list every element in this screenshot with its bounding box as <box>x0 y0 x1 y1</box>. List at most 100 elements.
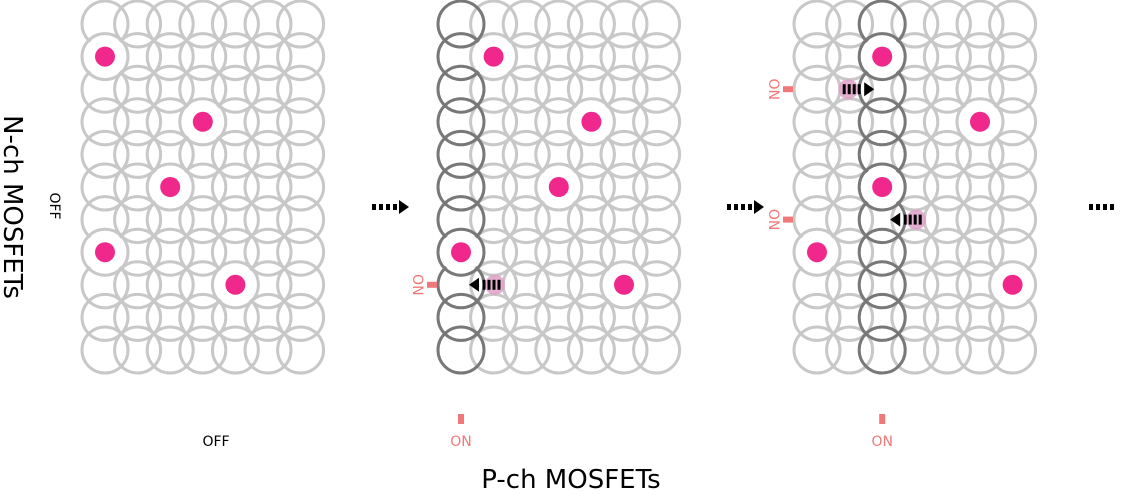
mosfet-circle <box>243 227 293 277</box>
active-column-circle <box>436 129 486 179</box>
mosfet-circle <box>534 227 584 277</box>
mosfet-circle <box>922 260 972 310</box>
mosfet-circle <box>566 97 616 147</box>
mosfet-circle <box>632 0 682 49</box>
mosfet-circle <box>501 64 551 114</box>
active-column-circle <box>436 292 486 342</box>
mosfet-circle <box>534 325 584 375</box>
mosfet-circle <box>145 162 195 212</box>
mosfet-circle <box>922 32 972 82</box>
active-column-circle <box>436 162 486 212</box>
mosfet-circle <box>80 32 130 82</box>
mosfet-circle <box>243 97 293 147</box>
on-label-column: ON <box>871 434 893 450</box>
on-label-row: ON <box>765 78 781 100</box>
arrow-head <box>469 277 479 292</box>
mosfet-circle <box>210 195 260 245</box>
mosfet-circle <box>632 227 682 277</box>
mosfet-circle <box>276 64 326 114</box>
mosfet-circle <box>825 195 875 245</box>
on-marker-column <box>879 414 886 424</box>
mosfet-circle <box>922 227 972 277</box>
mosfet-circle <box>955 325 1005 375</box>
mosfet-circle <box>632 292 682 342</box>
active-column-circle <box>436 0 486 49</box>
mosfet-circle <box>599 325 649 375</box>
target-dot <box>451 242 471 263</box>
move-arrow-right <box>838 79 875 100</box>
arrow-dash <box>857 84 861 95</box>
mosfet-circle <box>243 195 293 245</box>
target-dot <box>483 46 504 67</box>
target-dot <box>970 111 990 132</box>
mosfet-circle <box>145 0 195 49</box>
mosfet-circle <box>469 195 519 245</box>
mosfet-circle <box>469 325 519 375</box>
mosfet-circle <box>599 195 649 245</box>
active-column-circle <box>857 292 907 342</box>
mosfet-circle <box>792 32 842 82</box>
mosfet-circle <box>113 64 163 114</box>
active-column-circle <box>857 162 907 212</box>
mosfet-circle <box>178 195 228 245</box>
mosfet-circle <box>922 162 972 212</box>
mosfet-circle <box>988 129 1038 179</box>
mosfet-circle <box>178 32 228 82</box>
mosfet-circle <box>178 227 228 277</box>
mosfet-circle <box>243 292 293 342</box>
mosfet-circle <box>243 325 293 375</box>
off-label-vertical: OFF <box>46 192 62 219</box>
mosfet-circle <box>955 97 1005 147</box>
step-arrow-1 <box>372 200 409 214</box>
panel-initial <box>80 0 326 375</box>
mosfet-circle <box>825 292 875 342</box>
mosfet-circle <box>566 292 616 342</box>
mosfet-circle <box>80 292 130 342</box>
arrow-head <box>864 82 875 97</box>
mosfet-circle <box>276 195 326 245</box>
target-dot <box>872 177 893 197</box>
mosfet-circle <box>501 292 551 342</box>
arrow-dash <box>487 279 491 290</box>
mosfet-circle <box>632 64 682 114</box>
mosfet-circle <box>243 32 293 82</box>
mosfet-circle <box>501 325 551 375</box>
target-dot <box>95 46 115 67</box>
mosfet-circle <box>922 64 972 114</box>
mosfet-circle <box>922 0 972 49</box>
mosfet-circle <box>210 162 260 212</box>
active-column-circle <box>857 325 907 375</box>
target-dot <box>1002 274 1023 295</box>
mosfet-circle <box>632 97 682 147</box>
mosfet-circle <box>210 325 260 375</box>
mosfet-circle <box>534 32 584 82</box>
mosfet-circle <box>276 162 326 212</box>
mosfet-circle <box>599 162 649 212</box>
mosfet-circle <box>276 97 326 147</box>
mosfet-circle <box>534 292 584 342</box>
mosfet-circle <box>988 32 1038 82</box>
mosfet-circle <box>792 292 842 342</box>
mosfet-circle <box>890 260 940 310</box>
arrow-dash <box>908 214 912 225</box>
mosfet-circle <box>988 64 1038 114</box>
mosfet-circle <box>955 32 1005 82</box>
mosfet-circle <box>534 64 584 114</box>
mosfet-circle <box>210 129 260 179</box>
mosfet-circle <box>534 0 584 49</box>
mosfet-circle <box>501 129 551 179</box>
mosfet-circle <box>80 227 130 277</box>
off-label-horizontal: OFF <box>202 434 229 450</box>
mosfet-circle <box>276 227 326 277</box>
on-label-column: ON <box>450 434 472 450</box>
mosfet-circle <box>178 292 228 342</box>
mosfet-circle <box>501 0 551 49</box>
mosfet-circle <box>243 0 293 49</box>
step-arrow-2 <box>727 200 764 214</box>
mosfet-circle <box>599 32 649 82</box>
mosfet-circle <box>145 325 195 375</box>
mosfet-circle <box>825 325 875 375</box>
